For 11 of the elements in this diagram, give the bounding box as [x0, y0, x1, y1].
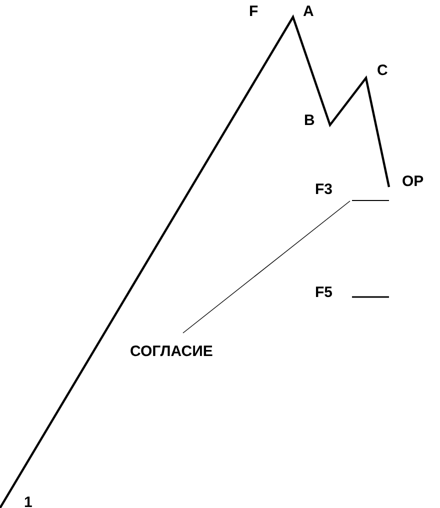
point-label: F [249, 3, 258, 20]
point-label: B [304, 112, 315, 129]
leader-line [182, 200, 350, 334]
point-label: C [377, 62, 388, 79]
point-label: 1 [24, 494, 32, 508]
point-label: OP [402, 173, 424, 190]
callout-text: СОГЛАСИЕ [130, 343, 213, 360]
point-label: F5 [315, 284, 333, 301]
point-label: A [303, 3, 314, 20]
point-label: F3 [315, 181, 333, 198]
level-line [352, 200, 389, 201]
